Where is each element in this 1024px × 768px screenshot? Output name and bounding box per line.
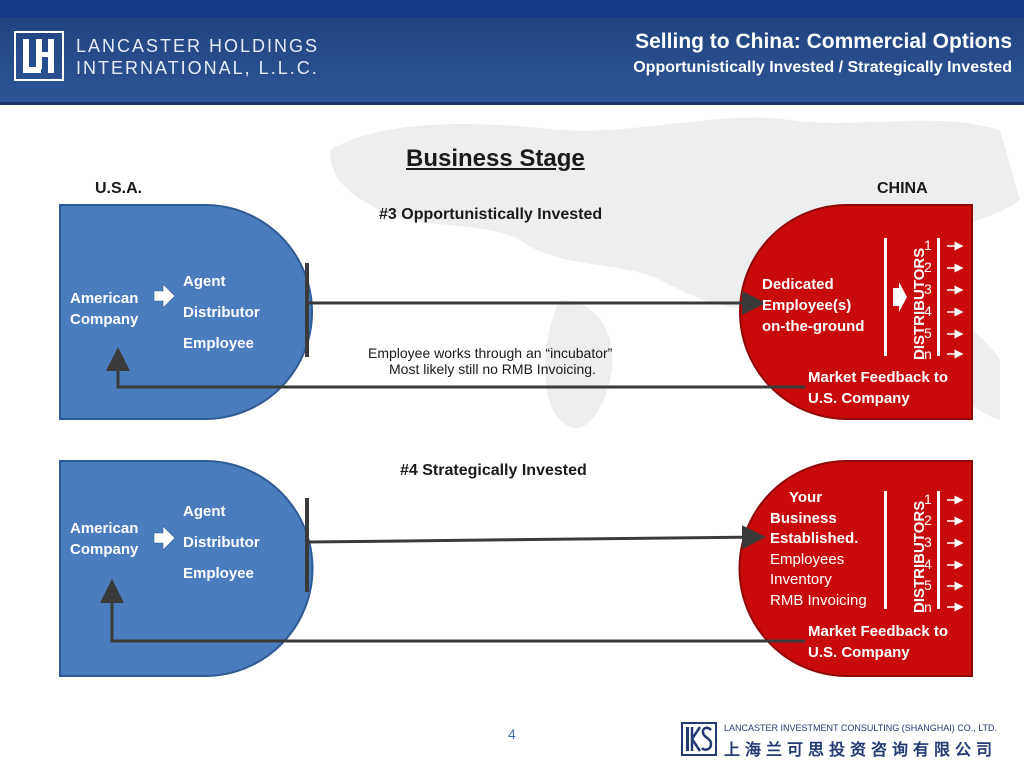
distributor-arrows-stage3 [947,241,964,359]
feedback-stage3-line1: Market Feedback to [808,369,949,386]
footer-company-cn: 上海兰可思投资咨询有限公司 [724,742,998,759]
china-text-stage3-line2: Employee(s) [762,297,852,314]
dist-num-stage3-2: 2 [924,259,932,275]
distributor-arrows-stage4 [947,495,964,612]
role-agent-stage4: Agent [183,503,226,520]
american-company-stage4-line1: American [70,520,139,537]
feedback-stage4-line2: U.S. Company [808,644,910,661]
dist-num-stage3-5: 5 [924,325,932,341]
role-employee-stage3: Employee [183,335,254,352]
dist-num-stage4-4: 4 [924,556,932,572]
header-banner [0,0,1024,105]
distributors-label-stage3: DISTRIBUTORS [911,248,928,360]
dist-num-stage4-n: n [924,599,932,615]
role-agent-stage3: Agent [183,273,226,290]
dist-num-stage3-1: 1 [924,237,932,253]
american-company-stage3-line1: American [70,290,139,307]
dist-num-stage3-n: n [924,346,932,362]
company-name-line2: INTERNATIONAL, L.L.C. [76,58,319,78]
slide-title: Selling to China: Commercial Options [635,30,1012,53]
feedback-stage4-line1: Market Feedback to [808,623,949,640]
dist-bar-right-stage3 [937,238,940,356]
flow-arrow-stage4 [308,525,766,550]
role-distributor-stage3: Distributor [183,304,260,321]
feedback-stage3-line2: U.S. Company [808,390,910,407]
china-text-stage3-line1: Dedicated [762,276,834,293]
dist-bar-right-stage4 [937,491,940,609]
block-arrow-icon-usa-stage3 [153,283,176,309]
china-label: CHINA [877,180,928,197]
usa-label: U.S.A. [95,180,143,197]
american-company-stage3-line2: Company [70,311,139,328]
dist-bar-left-stage4 [884,491,887,609]
dist-num-stage4-1: 1 [924,491,932,507]
lks-logo-icon [681,722,717,756]
block-arrow-icon-china-stage3 [893,282,907,312]
role-distributor-stage4: Distributor [183,534,260,551]
barrier-stage3 [305,263,309,357]
stage3-heading: #3 Opportunistically Invested [379,206,603,223]
diagram-title: Business Stage [406,145,585,172]
feedback-arrow-stage3 [106,347,805,389]
stage3-note-line1: Employee works through an “incubator” [368,345,613,361]
dist-num-stage4-3: 3 [924,534,932,550]
dist-num-stage4-2: 2 [924,512,932,528]
distributors-label-stage4: DISTRIBUTORS [911,501,928,613]
block-arrow-icon-usa-stage4 [153,525,176,551]
stage3-note-line2: Most likely still no RMB Invoicing. [389,361,596,377]
china-plain-stage4-line3: RMB Invoicing [770,592,867,609]
header-stripe [0,0,1024,18]
barrier-stage4 [305,498,309,592]
feedback-arrow-stage4 [100,579,805,643]
company-name-line1: LANCASTER HOLDINGS [76,36,320,56]
role-employee-stage4: Employee [183,565,254,582]
china-plain-stage4-line1: Employees [770,551,845,568]
dist-bar-left-stage3 [884,238,887,356]
china-text-stage3-line3: on-the-ground [762,318,865,335]
china-plain-stage4-line2: Inventory [770,571,832,588]
lancaster-logo-icon [14,31,64,81]
china-shape-stage3 [739,204,973,420]
page-number: 4 [508,726,516,742]
dist-num-stage3-4: 4 [924,303,932,319]
dist-num-stage3-3: 3 [924,281,932,297]
american-company-stage4-line2: Company [70,541,139,558]
china-bold-stage4-line3: Established. [770,530,859,547]
china-bold-stage4-line2: Business [770,510,837,527]
china-bold-stage4-line1: Your [789,489,823,506]
footer-company-en: LANCASTER INVESTMENT CONSULTING (SHANGHA… [724,723,998,733]
dist-num-stage4-5: 5 [924,577,932,593]
stage4-heading: #4 Strategically Invested [400,462,587,479]
slide-subtitle: Opportunistically Invested / Strategical… [633,59,1012,76]
usa-shape-stage4 [59,460,314,677]
china-shape-stage4 [738,460,973,677]
